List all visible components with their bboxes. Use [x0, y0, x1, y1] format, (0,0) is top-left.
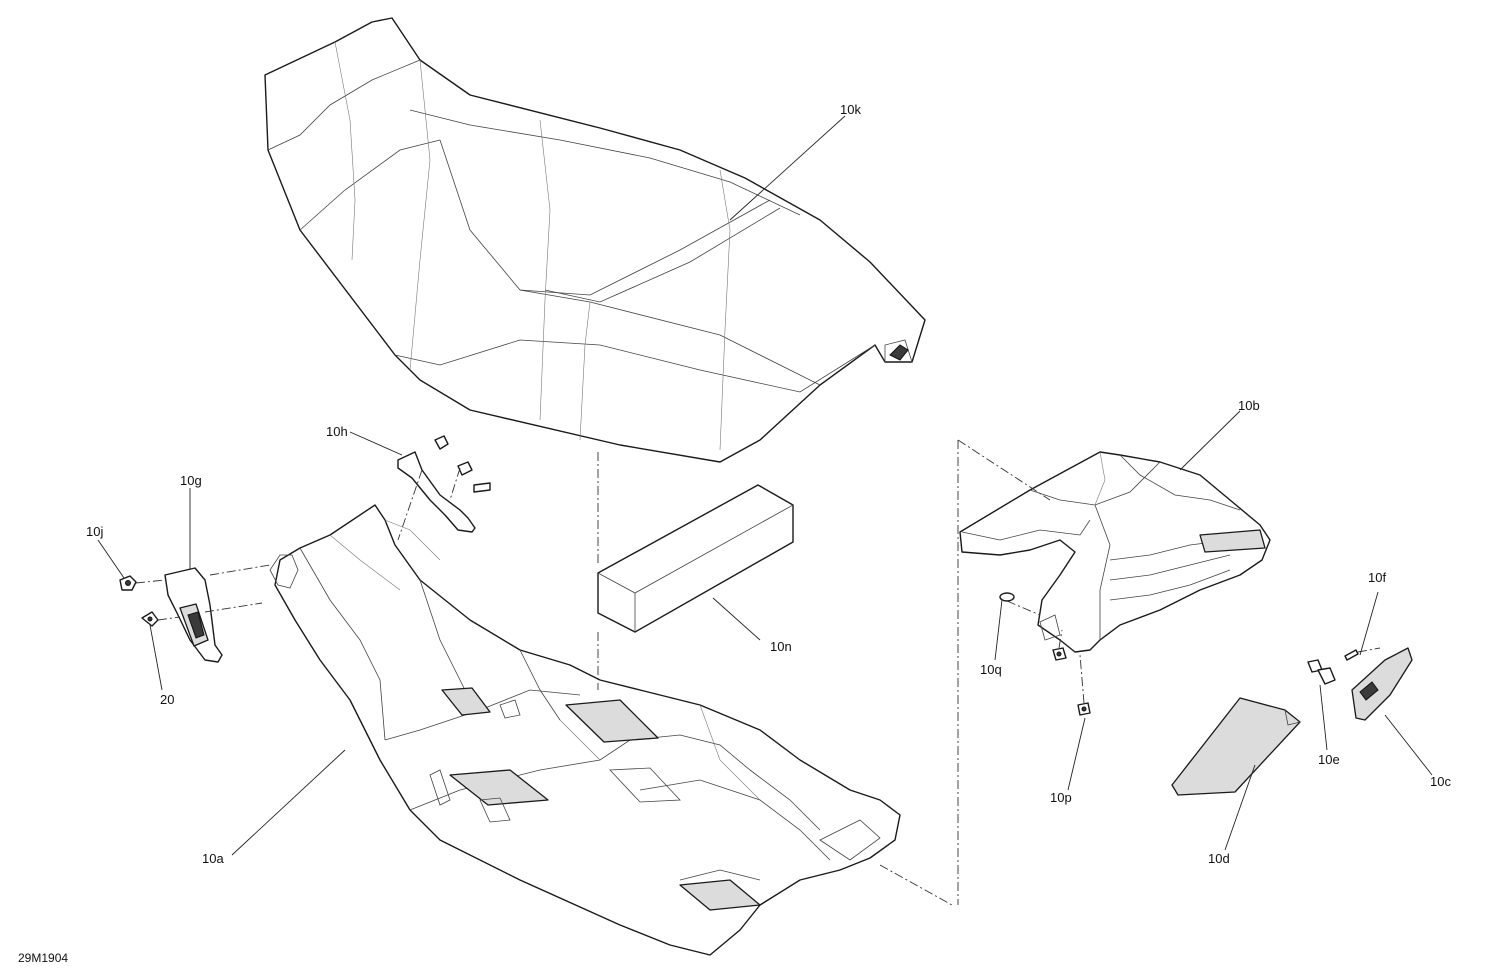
callout-10f: 10f — [1368, 570, 1386, 585]
seat-base-part-10a — [269, 504, 901, 956]
alignment-lines — [135, 439, 1381, 906]
callout-labels: 10k 10h 10g 10j 20 10n 10a 10b 10q 10p 1… — [18, 102, 1451, 965]
fastener-part-20 — [141, 611, 159, 627]
drawing-number: 29M1904 — [18, 951, 68, 965]
washer-part-10q — [999, 592, 1015, 602]
foam-block-part-10n — [597, 484, 794, 633]
callout-20: 20 — [160, 692, 174, 707]
callout-10p: 10p — [1050, 790, 1072, 805]
callout-10k: 10k — [840, 102, 861, 117]
bracket-part-10h — [397, 435, 491, 533]
callout-10g: 10g — [180, 473, 202, 488]
fastener-part-10j — [119, 575, 137, 591]
callout-10n: 10n — [770, 639, 792, 654]
fastener-part-10p — [1077, 702, 1091, 716]
leader-lines — [97, 115, 1433, 856]
fastener-part-10e — [1307, 659, 1336, 685]
callout-10q: 10q — [980, 662, 1002, 677]
rear-seat-part-10b — [959, 451, 1271, 653]
callout-10b: 10b — [1238, 398, 1260, 413]
callout-10e: 10e — [1318, 752, 1340, 767]
pin-part-10f — [1344, 649, 1359, 661]
seat-cushion-part-10k — [264, 17, 926, 463]
callout-10j: 10j — [86, 524, 103, 539]
callout-10d: 10d — [1208, 851, 1230, 866]
callout-10c: 10c — [1430, 774, 1451, 789]
fastener-part-10q-nut — [1052, 647, 1067, 661]
side-panel-part-10d — [1171, 697, 1301, 796]
side-cover-part-10c — [1351, 647, 1413, 721]
callout-10h: 10h — [326, 424, 348, 439]
callout-10a: 10a — [202, 851, 224, 866]
latch-part-10g — [164, 567, 223, 663]
